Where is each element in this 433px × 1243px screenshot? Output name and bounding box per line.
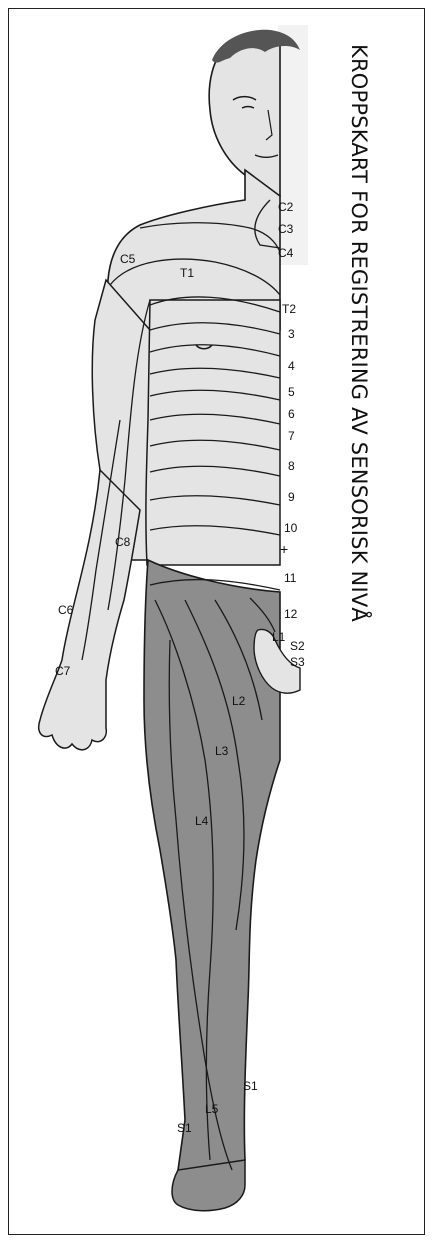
label-9: 9 bbox=[288, 490, 295, 504]
label-c7: C7 bbox=[55, 664, 71, 678]
label-5: 5 bbox=[288, 385, 295, 399]
label-s2: S2 bbox=[290, 639, 305, 653]
navel-mark: + bbox=[280, 541, 288, 557]
label-l1: L1 bbox=[272, 630, 286, 644]
label-c8: C8 bbox=[115, 535, 131, 549]
label-l2: L2 bbox=[232, 694, 246, 708]
label-s1-right: S1 bbox=[243, 1079, 258, 1093]
left-forearm-hand-shape bbox=[39, 470, 140, 750]
label-t2: T2 bbox=[282, 302, 296, 316]
label-6: 6 bbox=[288, 407, 295, 421]
label-c3: C3 bbox=[278, 222, 294, 236]
label-7: 7 bbox=[288, 429, 295, 443]
label-l3: L3 bbox=[215, 744, 229, 758]
label-c4: C4 bbox=[278, 246, 294, 260]
label-s3: S3 bbox=[290, 655, 305, 669]
torso-shape bbox=[146, 300, 280, 565]
label-l5: L5 bbox=[205, 1102, 219, 1116]
label-8: 8 bbox=[288, 459, 295, 473]
label-10: 10 bbox=[284, 521, 298, 535]
label-c2: C2 bbox=[278, 200, 294, 214]
label-11: 11 bbox=[284, 571, 297, 585]
label-l4: L4 bbox=[195, 814, 209, 828]
label-3: 3 bbox=[288, 327, 295, 341]
label-4: 4 bbox=[288, 359, 295, 373]
label-s1-left: S1 bbox=[177, 1121, 192, 1135]
label-c6: C6 bbox=[58, 603, 74, 617]
label-t1: T1 bbox=[180, 266, 194, 280]
label-12: 12 bbox=[284, 607, 298, 621]
label-c5: C5 bbox=[120, 252, 136, 266]
